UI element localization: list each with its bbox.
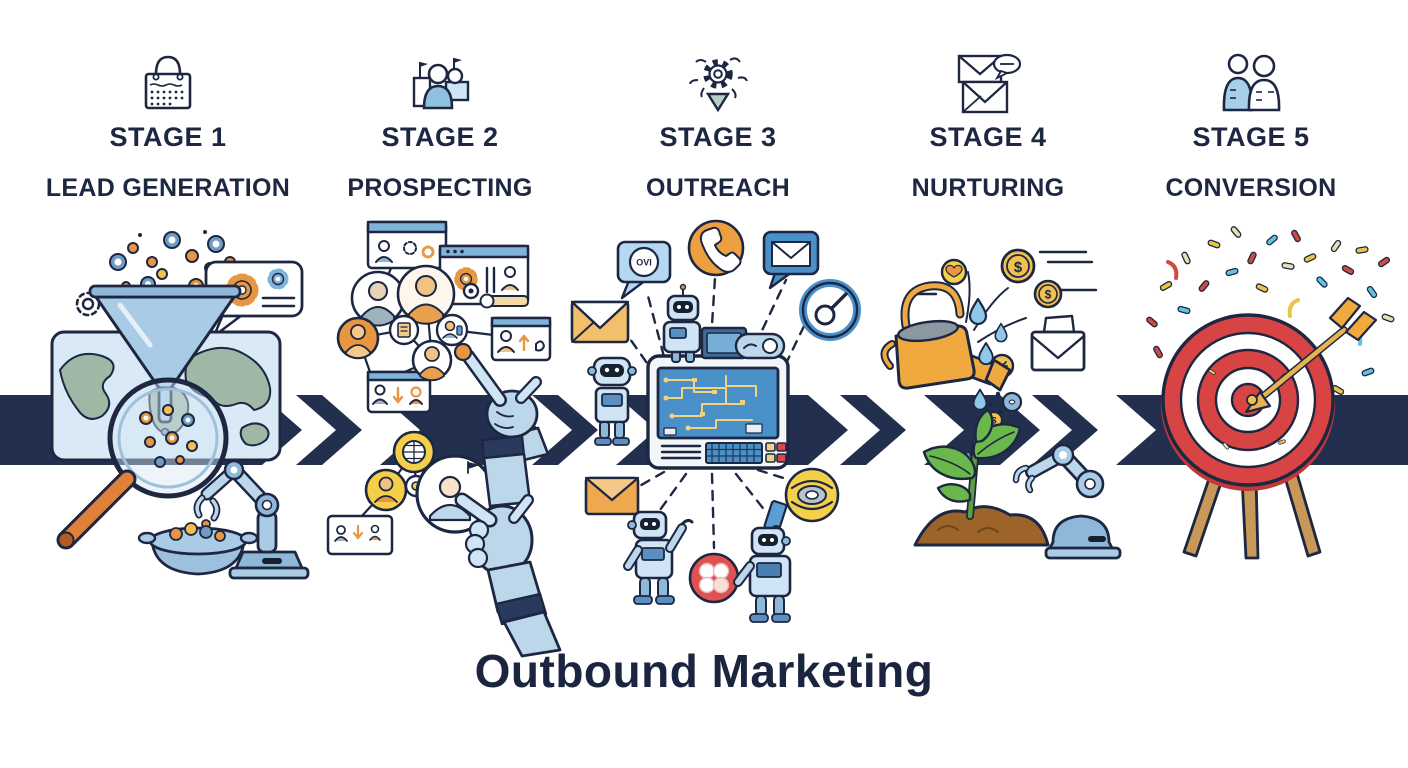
dollar-glyph: $ bbox=[1045, 288, 1052, 302]
stage-2-name: PROSPECTING bbox=[347, 174, 533, 202]
envelope-icon-bottom bbox=[584, 476, 640, 516]
watering-can-icon bbox=[880, 281, 1012, 392]
band-chevron-1 bbox=[296, 395, 362, 465]
browser-window-leads bbox=[366, 370, 432, 414]
browser-window-team bbox=[366, 220, 448, 270]
mail-stack-chat-icon bbox=[957, 53, 1021, 114]
illustration-conversion bbox=[1145, 225, 1396, 560]
envelope-letter-icon bbox=[1030, 314, 1086, 372]
heart-coin-icon bbox=[940, 258, 968, 286]
clover-icon bbox=[688, 552, 740, 604]
two-people-icon bbox=[1222, 53, 1281, 112]
illustration-prospecting bbox=[326, 220, 562, 658]
page-title: Outbound Marketing bbox=[474, 645, 934, 697]
band-chevron-3 bbox=[840, 395, 906, 465]
robot-arm-nurture bbox=[1012, 443, 1122, 560]
browser-window-profile bbox=[490, 316, 552, 362]
mail-chat-icon bbox=[762, 230, 820, 290]
stage-5-name: CONVERSION bbox=[1165, 174, 1337, 202]
stage-1-label: STAGE 1 bbox=[109, 122, 227, 152]
small-gear-icon bbox=[75, 291, 101, 317]
phone-icon bbox=[687, 219, 745, 277]
stage-4-label: STAGE 4 bbox=[929, 122, 1047, 152]
chat-bubble-icon: OVI bbox=[616, 240, 672, 300]
arrow-in-bullseye bbox=[1244, 296, 1378, 414]
control-console bbox=[646, 354, 790, 470]
dollar-coin-small: $ bbox=[1033, 279, 1063, 309]
stage-column-2: STAGE 2 PROSPECTING bbox=[290, 50, 590, 203]
target-tripod bbox=[1182, 468, 1322, 560]
stage-3-label: STAGE 3 bbox=[659, 122, 777, 152]
stage-column-5: STAGE 5 CONVERSION bbox=[1101, 50, 1401, 203]
dollar-coin-large: $ bbox=[1000, 248, 1036, 284]
stage-column-3: STAGE 3 OUTREACH bbox=[568, 50, 868, 203]
phone-holding-robot bbox=[733, 500, 792, 623]
stage-3-name: OUTREACH bbox=[645, 174, 791, 202]
robot-hand-lower bbox=[454, 434, 562, 658]
calendar-bag-icon bbox=[144, 55, 192, 110]
robot-arm-bowl bbox=[137, 459, 310, 580]
stage-column-4: STAGE 4 NURTURING bbox=[838, 50, 1138, 203]
stage-5-label: STAGE 5 bbox=[1192, 122, 1310, 152]
stage-2-label: STAGE 2 bbox=[381, 122, 499, 152]
envelope-icon-top bbox=[570, 300, 630, 344]
console-controls bbox=[660, 442, 787, 464]
standing-robot bbox=[587, 356, 637, 446]
person-coin-node bbox=[364, 468, 408, 512]
magnet-search-icon bbox=[799, 279, 861, 341]
team-flags-icon bbox=[412, 58, 470, 110]
globe-coin-node bbox=[392, 430, 436, 474]
doc-node bbox=[388, 314, 420, 346]
stage-4-name: NURTURING bbox=[911, 174, 1065, 202]
map-lead-dots bbox=[139, 404, 198, 468]
avatar-node-orange bbox=[336, 316, 380, 360]
channel-dashed-lines bbox=[626, 276, 808, 550]
waving-robot bbox=[623, 510, 694, 605]
eye-coin-icon bbox=[784, 467, 840, 523]
chat-bubble-text: OVI bbox=[636, 258, 652, 268]
illustration-nurturing: $ $ bbox=[880, 248, 1122, 560]
browser-window-gear bbox=[438, 244, 530, 309]
lead-card bbox=[326, 514, 394, 556]
illustration-outreach: OVI bbox=[570, 219, 861, 623]
magnifier-icon bbox=[56, 377, 229, 550]
gear-burst-icon bbox=[689, 57, 748, 113]
illustration-lead-generation bbox=[50, 230, 310, 580]
stage-column-1: STAGE 1 LEAD GENERATION bbox=[18, 50, 318, 203]
phone-person-node bbox=[435, 313, 469, 347]
sprouting-plant bbox=[913, 408, 1050, 547]
dollar-glyph: $ bbox=[991, 416, 996, 426]
sitting-robot bbox=[662, 283, 786, 363]
avatar-node-bottom bbox=[411, 339, 453, 382]
stage-1-name: LEAD GENERATION bbox=[45, 174, 291, 202]
dollar-glyph: $ bbox=[1014, 259, 1023, 276]
circuit-lines bbox=[665, 375, 757, 429]
band-chevron-2 bbox=[532, 395, 598, 465]
avatar-node-tan bbox=[396, 264, 456, 325]
